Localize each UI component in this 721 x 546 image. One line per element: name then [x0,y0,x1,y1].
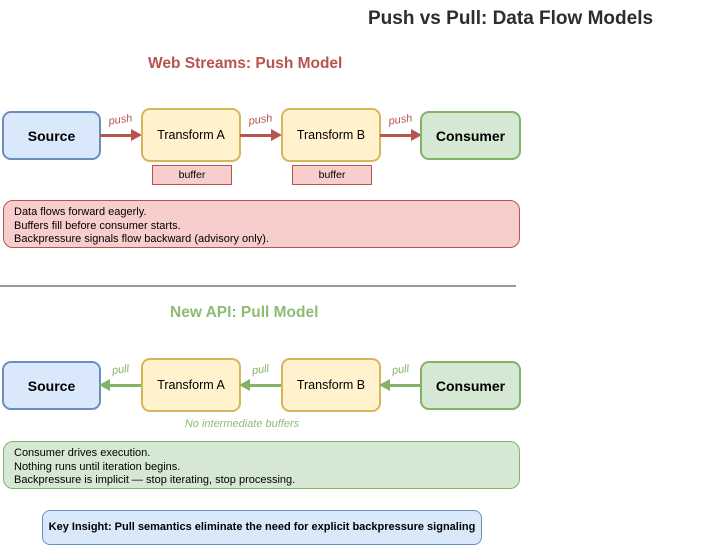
no-buffers-caption: No intermediate buffers [184,418,300,430]
arrow-line [109,384,141,387]
arrowhead-left-icon [99,379,110,391]
push-arrow-1-label: push [107,112,134,128]
push-arrow-2-label: push [247,112,274,128]
push-arrow-3: push [380,112,422,142]
pull-transform-b-node: Transform B [281,358,381,412]
pull-consumer-node: Consumer [420,361,521,410]
pull-arrow-1: pull [99,363,141,392]
arrowhead-left-icon [379,379,390,391]
push-note-line-3: Backpressure signals flow backward (advi… [14,233,269,245]
pull-note-line-2: Nothing runs until iteration begins. [14,460,181,473]
push-transform-b-node: Transform B [281,108,381,162]
push-consumer-node: Consumer [420,111,521,160]
push-arrow-3-label: push [387,112,414,128]
pull-source-node: Source [2,361,101,410]
key-insight-box: Key Insight: Pull semantics eliminate th… [42,510,482,545]
page-title: Push vs Pull: Data Flow Models [368,8,654,29]
push-section-heading: Web Streams: Push Model [148,55,343,72]
pull-arrow-2-label: pull [251,362,270,378]
pull-note-box: Consumer drives execution. Nothing runs … [3,441,520,489]
arrowhead-right-icon [271,129,282,141]
pull-arrow-3-label: pull [391,362,410,378]
key-insight-text: Key Insight: Pull semantics eliminate th… [48,521,476,533]
pull-arrow-2: pull [239,363,281,392]
push-source-node: Source [2,111,101,160]
arrow-line [100,134,132,137]
pull-section-heading: New API: Pull Model [170,304,319,321]
push-transform-a-node: Transform A [141,108,241,162]
arrow-line [389,384,421,387]
push-note-box: Data flows forward eagerly. Buffers fill… [3,200,520,248]
push-arrow-1: push [100,112,142,142]
pull-transform-a-node: Transform A [141,358,241,412]
arrowhead-right-icon [411,129,422,141]
section-divider [0,285,516,287]
buffer-a-box: buffer [152,165,232,185]
push-arrow-2: push [240,112,282,142]
pull-arrow-3: pull [379,363,421,392]
arrowhead-left-icon [239,379,250,391]
buffer-b-box: buffer [292,165,372,185]
push-note-line-1: Data flows forward eagerly. [14,206,147,218]
push-note-line-2: Buffers fill before consumer starts. [14,219,181,232]
arrow-line [249,384,281,387]
arrowhead-right-icon [131,129,142,141]
arrow-line [380,134,412,137]
arrow-line [240,134,272,137]
pull-note-line-3: Backpressure is implicit — stop iteratin… [14,474,296,486]
pull-note-line-1: Consumer drives execution. [14,447,151,459]
pull-arrow-1-label: pull [111,362,130,378]
